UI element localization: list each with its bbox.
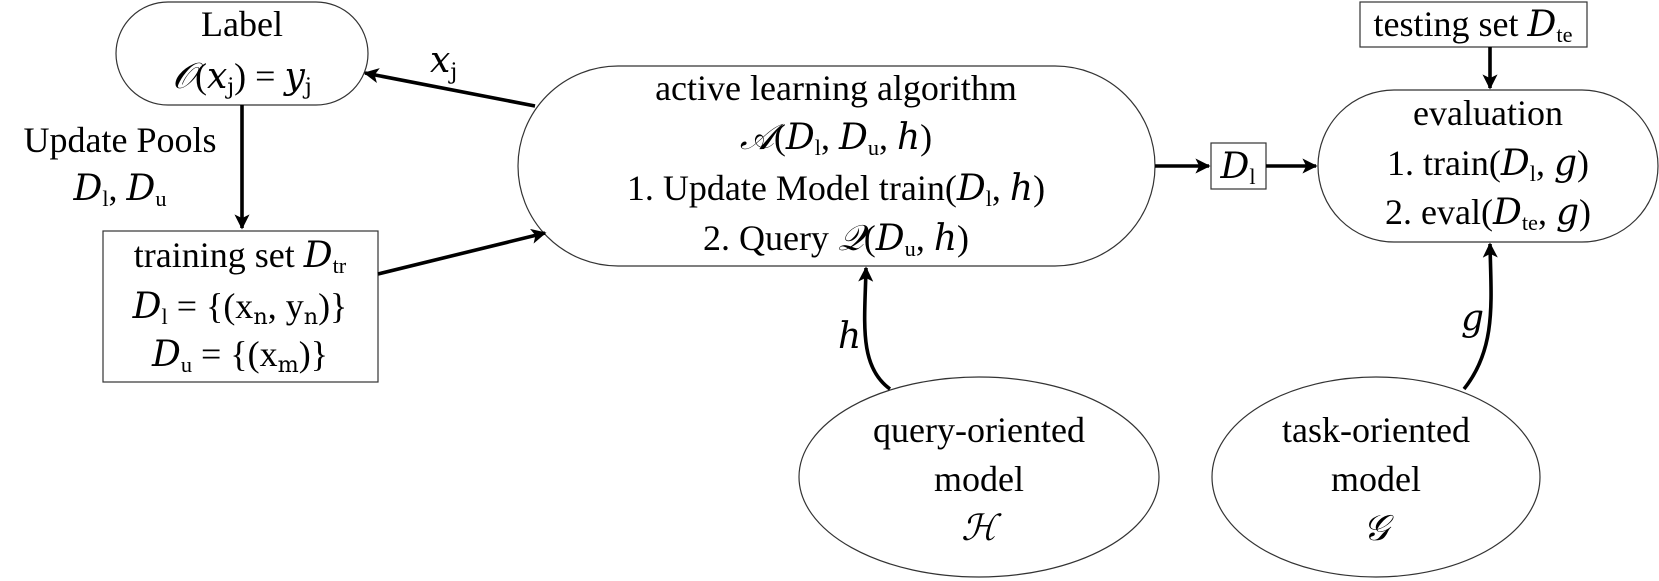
edge-query-model-to-algorithm (858, 266, 892, 391)
algorithm-step-update-model: 1. Update Model train(Dl, h) (627, 168, 1045, 211)
edge-label-x-j: xj (430, 40, 457, 85)
unlabeled-pool-definition: Du = {(xm)} (151, 334, 328, 378)
label-node: Label 𝒪(xj) = yj (115, 1, 369, 106)
evaluation-title: evaluation (1413, 93, 1563, 133)
algorithm-title: active learning algorithm (655, 68, 1017, 108)
active-learning-algorithm-node: active learning algorithm 𝒜(Dl, Du, h) 1… (517, 65, 1156, 267)
labeled-pool-definition: Dl = {(xn, yn)} (132, 286, 348, 330)
edge-label-h: h (838, 316, 861, 357)
label-oracle-equation: 𝒪(xj) = yj (172, 56, 311, 100)
algorithm-signature: 𝒜(Dl, Du, h) (740, 117, 932, 160)
query-oriented-model-node: query-oriented model ℋ (798, 376, 1160, 578)
testing-set-node: testing set Dte (1359, 1, 1588, 48)
query-model-line1: query-oriented (873, 410, 1085, 450)
update-pools-label: Update Pools Dl, Du (24, 120, 217, 211)
edge-label-g: g (1461, 298, 1484, 339)
edge-training-set-to-algorithm (377, 228, 547, 276)
evaluation-node: evaluation 1. train(Dl, g) 2. eval(Dte, … (1317, 89, 1659, 243)
testing-set-label: testing set Dte (1374, 4, 1573, 47)
edge-algorithm-to-label (363, 68, 536, 108)
task-model-line2: model (1331, 459, 1421, 499)
dl-box-node: Dl (1210, 142, 1267, 190)
task-model-line1: task-oriented (1282, 410, 1470, 450)
evaluation-step-train: 1. train(Dl, g) (1387, 143, 1589, 186)
query-model-line2: model (934, 459, 1024, 499)
task-oriented-model-node: task-oriented model 𝒢 (1211, 376, 1541, 578)
label-title: Label (201, 4, 283, 44)
query-model-symbol: ℋ (961, 508, 1002, 549)
edge-task-model-to-evaluation (1462, 242, 1498, 391)
dl-box-label: Dl (1219, 146, 1255, 189)
update-pools-text: Update Pools (24, 120, 217, 160)
update-pools-sets: Dl, Du (72, 168, 166, 211)
algorithm-step-query: 2. Query 𝒬(Du, h) (703, 218, 969, 261)
evaluation-step-eval: 2. eval(Dte, g) (1385, 192, 1591, 235)
training-set-node: training set Dtr Dl = {(xn, yn)} Du = {(… (102, 230, 379, 383)
training-set-title: training set Dtr (134, 235, 347, 278)
